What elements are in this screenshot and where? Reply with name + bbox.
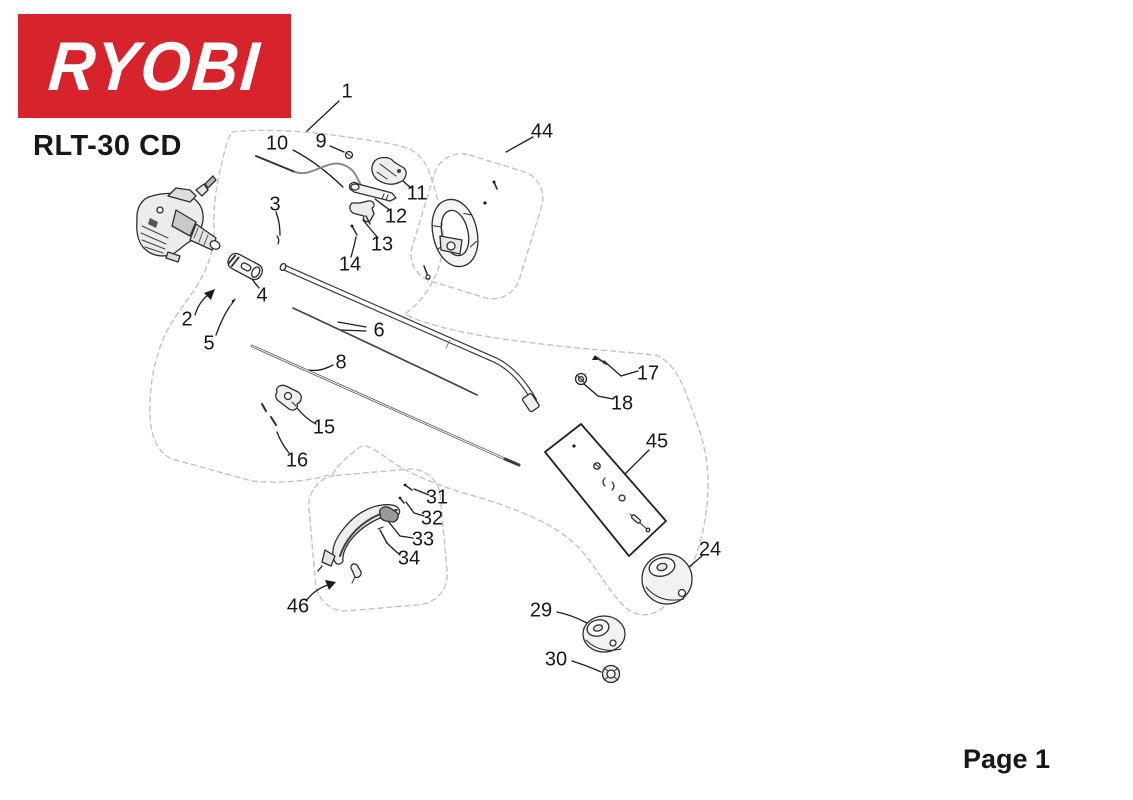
part-4-coupler (227, 252, 263, 281)
leader-lines (194, 100, 703, 673)
part-46-guard-bracket (317, 483, 413, 584)
part-callout-44: 44 (530, 120, 554, 143)
part-callout-15: 15 (312, 416, 336, 439)
part-callout-31: 31 (425, 486, 449, 509)
part-callout-8: 8 (335, 351, 347, 374)
part-callout-9: 9 (315, 130, 327, 153)
part-callout-30: 30 (544, 648, 568, 671)
assembly-46-outline (308, 468, 448, 612)
part-callout-17: 17 (636, 362, 660, 385)
assembly-44-outline (410, 153, 544, 300)
part-callout-33: 33 (411, 528, 435, 551)
engine-illustration (136, 175, 221, 263)
part-15-bracket (275, 384, 302, 411)
part-11-trigger-housing (371, 156, 407, 185)
part-callout-5: 5 (203, 332, 215, 355)
part-44-loop-handle (423, 180, 498, 280)
part-callout-18: 18 (610, 392, 634, 415)
drive-shaft-tube (279, 262, 540, 413)
part-callout-1: 1 (341, 80, 353, 103)
part-17-pin (592, 355, 607, 365)
part-16-clips (261, 403, 277, 426)
part-callout-6: 6 (373, 319, 385, 342)
part-callout-10: 10 (265, 132, 289, 155)
ryobi-logo: RYOBI (18, 14, 291, 118)
part-callout-16: 16 (285, 449, 309, 472)
part-callout-46: 46 (286, 595, 310, 618)
part-callout-3: 3 (269, 193, 281, 216)
part-callout-29: 29 (529, 599, 553, 622)
part-24-string-head (641, 553, 693, 605)
part-14-screw (350, 224, 358, 236)
part-callout-13: 13 (370, 233, 394, 256)
part-callout-45: 45 (645, 430, 669, 453)
part-callout-34: 34 (397, 547, 421, 570)
part-30-bump-knob (601, 664, 621, 684)
part-callout-2: 2 (181, 308, 193, 331)
part-callout-4: 4 (256, 284, 268, 307)
part-5-pin (230, 298, 236, 306)
page-number-label: Page 1 (963, 744, 1051, 774)
part-illustrations (136, 150, 693, 684)
part-callout-14: 14 (338, 253, 362, 276)
model-number: RLT-30 CD (33, 130, 182, 162)
part-29-spool (582, 615, 626, 653)
part-6-drive-cable (292, 307, 478, 396)
part-callout-24: 24 (698, 538, 722, 561)
part-8-rod (250, 344, 521, 467)
part-13-switch (349, 200, 375, 225)
part-callout-32: 32 (420, 507, 444, 530)
part-18-nut (574, 372, 588, 386)
part-callout-12: 12 (384, 205, 408, 228)
part-45-hardware-plate (544, 423, 667, 557)
part-callout-11: 11 (406, 182, 428, 205)
part-12-throttle-trigger (348, 181, 397, 202)
part-3-pin (276, 235, 280, 245)
part-9-screw (344, 150, 354, 160)
